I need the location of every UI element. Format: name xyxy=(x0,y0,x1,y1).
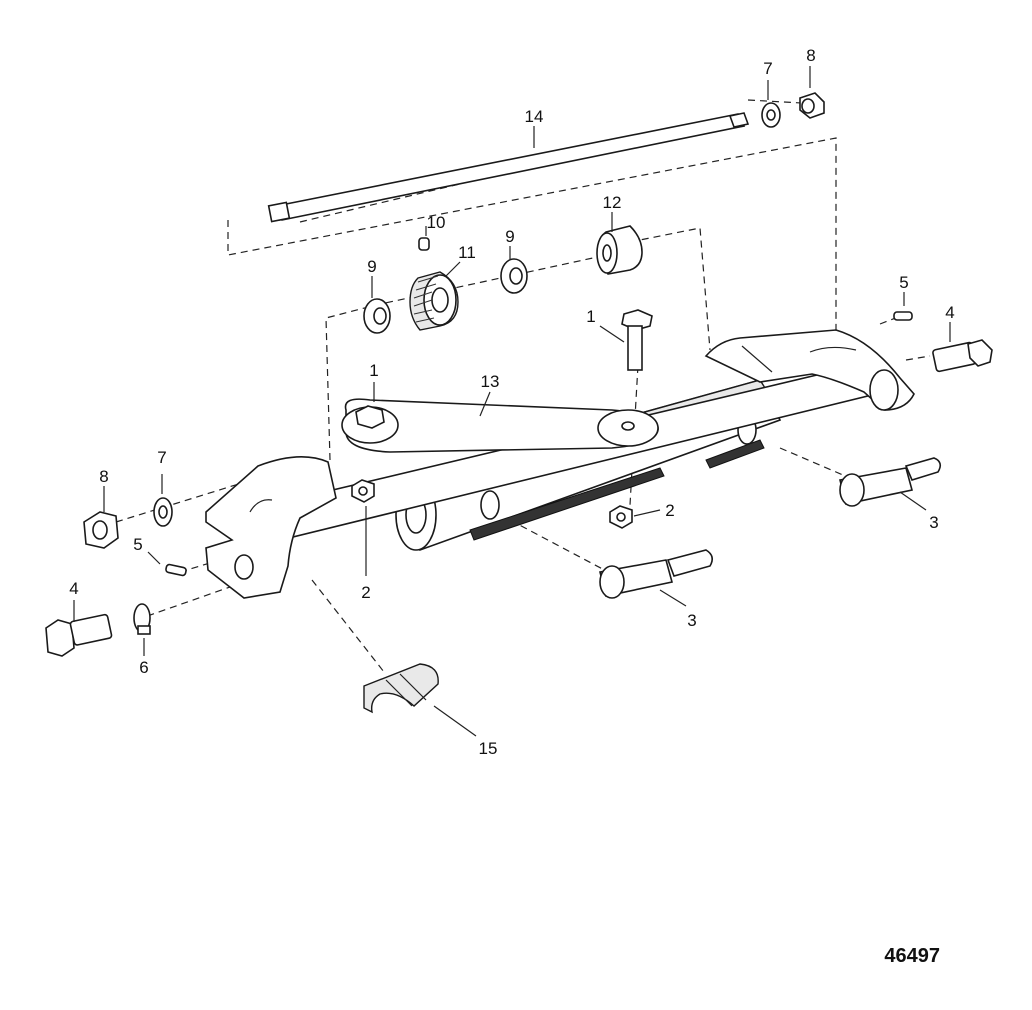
callout-14: 14 xyxy=(525,107,544,126)
callout-3-left: 3 xyxy=(687,611,696,630)
part-15-clip xyxy=(363,663,439,714)
callout-15: 15 xyxy=(479,739,498,758)
callout-2-right: 2 xyxy=(665,501,674,520)
callout-13: 13 xyxy=(481,372,500,391)
callout-1-upper: 1 xyxy=(586,307,595,326)
part-4-bolt-right xyxy=(932,339,993,373)
callout-labels: 14 7 8 10 12 9 11 9 1 5 4 1 13 8 7 2 2 3… xyxy=(69,46,954,758)
figure-number: 46497 xyxy=(884,945,940,967)
part-14-tie-bar xyxy=(267,112,750,223)
part-10-pin xyxy=(418,237,430,251)
part-8-nut-top xyxy=(799,92,825,119)
part-7-washer-top xyxy=(761,102,781,128)
part-7-washer-left xyxy=(153,497,173,527)
part-12-bushing xyxy=(596,225,643,275)
part-9-washer-right xyxy=(500,258,528,294)
callout-7-top: 7 xyxy=(763,59,772,78)
callout-8-left: 8 xyxy=(99,467,108,486)
callout-4-left: 4 xyxy=(69,579,78,598)
part-9-washer-left xyxy=(363,298,391,334)
callout-3-right: 3 xyxy=(929,513,938,532)
callout-9-right: 9 xyxy=(505,227,514,246)
part-8-nut-left xyxy=(83,511,119,549)
callout-8-top: 8 xyxy=(806,46,815,65)
callout-10: 10 xyxy=(427,213,446,232)
part-2-nut-right xyxy=(609,505,633,529)
part-11-knurled-bushing xyxy=(409,271,459,331)
part-1-bolt-upper xyxy=(621,309,653,371)
right-mounting-bracket xyxy=(704,329,915,411)
callout-6: 6 xyxy=(139,658,148,677)
left-mounting-bracket xyxy=(205,456,337,599)
callout-4-right: 4 xyxy=(945,303,954,322)
part-2-nut-left xyxy=(351,479,375,503)
callout-2-left: 2 xyxy=(361,583,370,602)
part-6-lock-tab xyxy=(133,603,151,635)
callout-5-right: 5 xyxy=(899,273,908,292)
part-3-fitting-left xyxy=(599,549,714,599)
callout-9-left: 9 xyxy=(367,257,376,276)
callout-12: 12 xyxy=(603,193,622,212)
part-5-key-right xyxy=(893,311,913,321)
callout-1-lower: 1 xyxy=(369,361,378,380)
callout-7-left: 7 xyxy=(157,448,166,467)
callout-11: 11 xyxy=(458,243,476,262)
part-13-link-arm xyxy=(341,398,659,453)
part-3-fitting-right xyxy=(839,457,942,507)
part-5-key-left xyxy=(165,563,187,577)
part-4-bolt-left xyxy=(45,613,113,657)
callout-leaders xyxy=(73,66,951,737)
callout-5-left: 5 xyxy=(133,535,142,554)
support-rod xyxy=(239,359,885,549)
